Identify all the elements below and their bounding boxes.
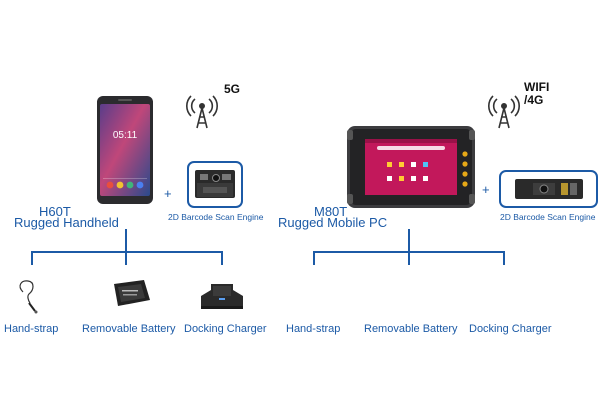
scan-engine-icon <box>195 170 235 198</box>
tree-connector <box>125 251 127 265</box>
tree-connector <box>408 229 410 252</box>
antenna-icon <box>487 93 521 131</box>
scan-engine-label: 2D Barcode Scan Engine <box>168 212 264 222</box>
scan-engine-box <box>499 170 598 208</box>
battery-image <box>108 278 152 308</box>
tree-connector <box>221 251 223 265</box>
h60t-handheld-image: 05:11 <box>97 96 153 204</box>
scan-engine-box <box>187 161 243 208</box>
plus-sign: + <box>164 186 172 201</box>
m80t-tablet-image <box>347 126 475 208</box>
hand-strap-image <box>15 278 47 314</box>
network-wifi-label: WIFI <box>524 80 550 94</box>
tree-connector <box>313 251 315 265</box>
scan-engine-label: 2D Barcode Scan Engine <box>500 212 596 222</box>
tree-connector <box>503 251 505 265</box>
tree-connector <box>31 251 33 265</box>
network-4g-label: /4G <box>524 93 544 107</box>
accessory-label-battery: Removable Battery <box>82 323 176 335</box>
accessory-label-docking-charger: Docking Charger <box>469 323 552 335</box>
tree-connector <box>31 251 223 253</box>
tree-connector <box>408 251 410 265</box>
phone-clock: 05:11 <box>112 130 138 141</box>
network-5g-label: 5G <box>224 82 241 96</box>
h60t-model-label: H60T <box>39 204 71 219</box>
accessory-label-hand-strap: Hand-strap <box>4 323 59 335</box>
h60t-name-label: Rugged Handheld <box>14 215 119 230</box>
docking-charger-image <box>197 278 247 314</box>
antenna-icon <box>185 93 219 131</box>
accessory-label-docking-charger: Docking Charger <box>184 323 267 335</box>
plus-sign: + <box>482 182 490 197</box>
accessory-label-battery: Removable Battery <box>364 323 458 335</box>
scan-engine-icon <box>515 179 583 199</box>
accessory-label-hand-strap: Hand-strap <box>286 323 341 335</box>
m80t-name-label: Rugged Mobile PC <box>278 215 388 230</box>
m80t-model-label: M80T <box>314 204 348 219</box>
tree-connector <box>125 229 127 252</box>
